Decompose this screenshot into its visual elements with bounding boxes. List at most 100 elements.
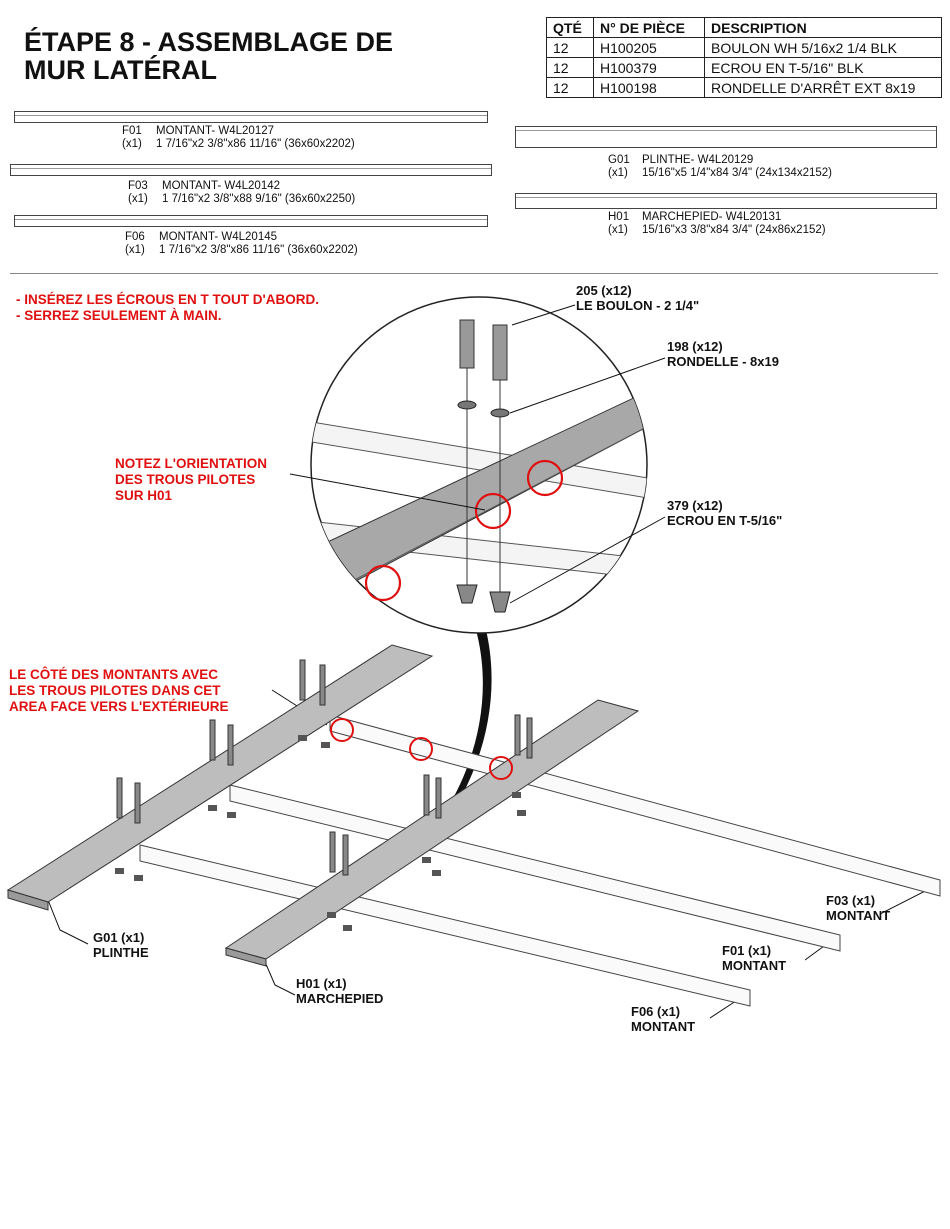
callout-f03-qty: F03 (x1) bbox=[826, 893, 876, 908]
h01-qty: (x1) bbox=[608, 224, 628, 236]
main-nuts bbox=[115, 735, 526, 931]
pilot-side-note-line-2: LES TROUS PILOTES DANS CET bbox=[9, 683, 221, 698]
main-highlight-2 bbox=[409, 737, 433, 761]
rail-f03 bbox=[10, 164, 492, 176]
cell-part-number: H100198 bbox=[593, 77, 705, 98]
f01-dims: 1 7/16"x2 3/8"x86 11/16" (36x60x2202) bbox=[156, 138, 355, 150]
rail-h01 bbox=[515, 193, 937, 209]
g01-qty: (x1) bbox=[608, 167, 628, 179]
callout-h01-qty: H01 (x1) bbox=[296, 976, 347, 991]
callout-f06-qty: F06 (x1) bbox=[631, 1004, 681, 1019]
main-rail-f06 bbox=[139, 844, 751, 1007]
f06-qty: (x1) bbox=[125, 244, 145, 256]
parts-table: QTÉ N° DE PIÈCE DESCRIPTION 12 H100205 B… bbox=[546, 17, 942, 98]
label-f03: F03 MONTANT- W4L20142 (x1) 1 7/16"x2 3/8"x… bbox=[128, 180, 355, 206]
f03-qty: (x1) bbox=[128, 193, 148, 205]
f06-code: F06 bbox=[125, 231, 145, 243]
f03-code: F03 bbox=[128, 180, 148, 192]
zoom-washer-2 bbox=[490, 408, 510, 418]
orientation-note: NOTEZ L'ORIENTATION DES TROUS PILOTES SU… bbox=[115, 456, 267, 504]
label-g01: G01 PLINTHE- W4L20129 (x1) 15/16"x5 1/4"x8… bbox=[608, 154, 832, 180]
zoom-nut-1 bbox=[456, 584, 478, 604]
instruction-note-2: - SERREZ SEULEMENT À MAIN. bbox=[16, 308, 222, 323]
callout-g01-qty: G01 (x1) bbox=[93, 930, 145, 945]
callout-bolt-desc: LE BOULON - 2 1/4" bbox=[576, 298, 700, 313]
callout-f01-qty: F01 (x1) bbox=[722, 943, 772, 958]
main-highlight-1 bbox=[330, 718, 354, 742]
callout-f06-desc: MONTANT bbox=[631, 1019, 696, 1034]
table-row: 12 H100198 RONDELLE D'ARRÊT EXT 8x19 bbox=[546, 77, 942, 98]
callout-h01-desc: MARCHEPIED bbox=[296, 991, 384, 1006]
callout-washer-qty: 198 (x12) bbox=[667, 339, 723, 354]
f01-code: F01 bbox=[122, 125, 142, 137]
zoom-highlight-1 bbox=[526, 459, 564, 497]
callout-g01: G01 (x1) PLINTHE bbox=[93, 930, 149, 960]
title-line-2: MUR LATÉRAL bbox=[24, 55, 217, 85]
leader-nut bbox=[509, 516, 666, 604]
callout-nut-qty: 379 (x12) bbox=[667, 498, 723, 513]
zoom-nut-2 bbox=[489, 591, 511, 613]
label-f06: F06 MONTANT- W4L20145 (x1) 1 7/16"x2 3/8"x… bbox=[125, 231, 358, 257]
parts-table-header: QTÉ N° DE PIÈCE DESCRIPTION bbox=[546, 17, 942, 38]
zoom-highlight-2 bbox=[474, 492, 512, 530]
h01-code: H01 bbox=[608, 211, 630, 223]
callout-washer-desc: RONDELLE - 8x19 bbox=[667, 354, 779, 369]
label-f01: F01 MONTANT- W4L20127 (x1) 1 7/16"x2 3/8"x… bbox=[122, 125, 355, 151]
f03-name: MONTANT- W4L20142 bbox=[162, 180, 281, 192]
g01-code: G01 bbox=[608, 154, 630, 166]
leader-h01 bbox=[261, 954, 296, 996]
table-row: 12 H100379 ECROU EN T-5/16" BLK bbox=[546, 57, 942, 78]
rail-f06 bbox=[14, 215, 488, 227]
leader-orientation bbox=[289, 473, 486, 511]
callout-nut: 379 (x12) ECROU EN T-5/16" bbox=[667, 498, 782, 528]
f01-qty: (x1) bbox=[122, 138, 142, 150]
section-divider bbox=[10, 273, 938, 274]
cell-qty: 12 bbox=[546, 77, 594, 98]
g01-name: PLINTHE- W4L20129 bbox=[642, 154, 754, 166]
h01-dims: 15/16"x3 3/8"x84 3/4" (24x86x2152) bbox=[642, 224, 826, 236]
callout-f03-desc: MONTANT bbox=[826, 908, 891, 923]
callout-bolt-qty: 205 (x12) bbox=[576, 283, 632, 298]
callout-f03: F03 (x1) MONTANT bbox=[826, 893, 890, 923]
callout-f01-desc: MONTANT bbox=[722, 958, 787, 973]
orientation-note-line-1: NOTEZ L'ORIENTATION bbox=[115, 456, 267, 471]
callout-g01-desc: PLINTHE bbox=[93, 945, 149, 960]
main-bolts bbox=[116, 659, 533, 876]
main-highlight-3 bbox=[489, 756, 513, 780]
g01-dims: 15/16"x5 1/4"x84 3/4" (24x134x2152) bbox=[642, 167, 832, 179]
f06-name: MONTANT- W4L20145 bbox=[159, 231, 278, 243]
rail-g01 bbox=[515, 126, 937, 148]
main-board-h01-edge bbox=[225, 947, 267, 967]
f01-name: MONTANT- W4L20127 bbox=[156, 125, 275, 137]
callout-washer: 198 (x12) RONDELLE - 8x19 bbox=[667, 339, 779, 369]
instruction-note-1: - INSÉREZ LES ÉCROUS EN T TOUT D'ABORD. bbox=[16, 292, 319, 307]
main-board-g01-edge bbox=[7, 889, 49, 911]
cell-description: ECROU EN T-5/16" BLK bbox=[704, 57, 942, 78]
callout-f06: F06 (x1) MONTANT bbox=[631, 1004, 695, 1034]
leader-bolt bbox=[511, 304, 576, 326]
zoom-connector bbox=[440, 630, 492, 822]
pilot-side-note-line-1: LE CÔTÉ DES MONTANTS AVEC bbox=[9, 667, 219, 682]
callout-h01: H01 (x1) MARCHEPIED bbox=[296, 976, 383, 1006]
main-rail-f03 bbox=[329, 714, 941, 897]
leader-washer bbox=[509, 357, 666, 414]
main-rail-f01 bbox=[229, 784, 841, 952]
zoom-bolt-2 bbox=[492, 324, 508, 381]
f03-dims: 1 7/16"x2 3/8"x88 9/16" (36x60x2250) bbox=[162, 193, 356, 205]
pilot-side-note: LE CÔTÉ DES MONTANTS AVEC LES TROUS PILO… bbox=[9, 667, 229, 715]
cell-part-number: H100205 bbox=[593, 37, 705, 58]
zoom-washer-1 bbox=[457, 400, 477, 410]
zoom-detail bbox=[311, 319, 647, 613]
zoom-highlight-3 bbox=[364, 564, 402, 602]
header-qty: QTÉ bbox=[546, 17, 594, 38]
h01-name: MARCHEPIED- W4L20131 bbox=[642, 211, 782, 223]
page-title: ÉTAPE 8 - ASSEMBLAGE DE MUR LATÉRAL bbox=[24, 28, 393, 84]
f06-dims: 1 7/16"x2 3/8"x86 11/16" (36x60x2202) bbox=[159, 244, 358, 256]
callout-f01: F01 (x1) MONTANT bbox=[722, 943, 786, 973]
callout-nut-desc: ECROU EN T-5/16" bbox=[667, 513, 783, 528]
cell-description: RONDELLE D'ARRÊT EXT 8x19 bbox=[704, 77, 942, 98]
pilot-side-note-line-3: AREA FACE VERS L'EXTÉRIEURE bbox=[9, 699, 229, 714]
instruction-notes: - INSÉREZ LES ÉCROUS EN T TOUT D'ABORD. … bbox=[16, 292, 319, 324]
title-line-1: ÉTAPE 8 - ASSEMBLAGE DE bbox=[24, 27, 394, 57]
